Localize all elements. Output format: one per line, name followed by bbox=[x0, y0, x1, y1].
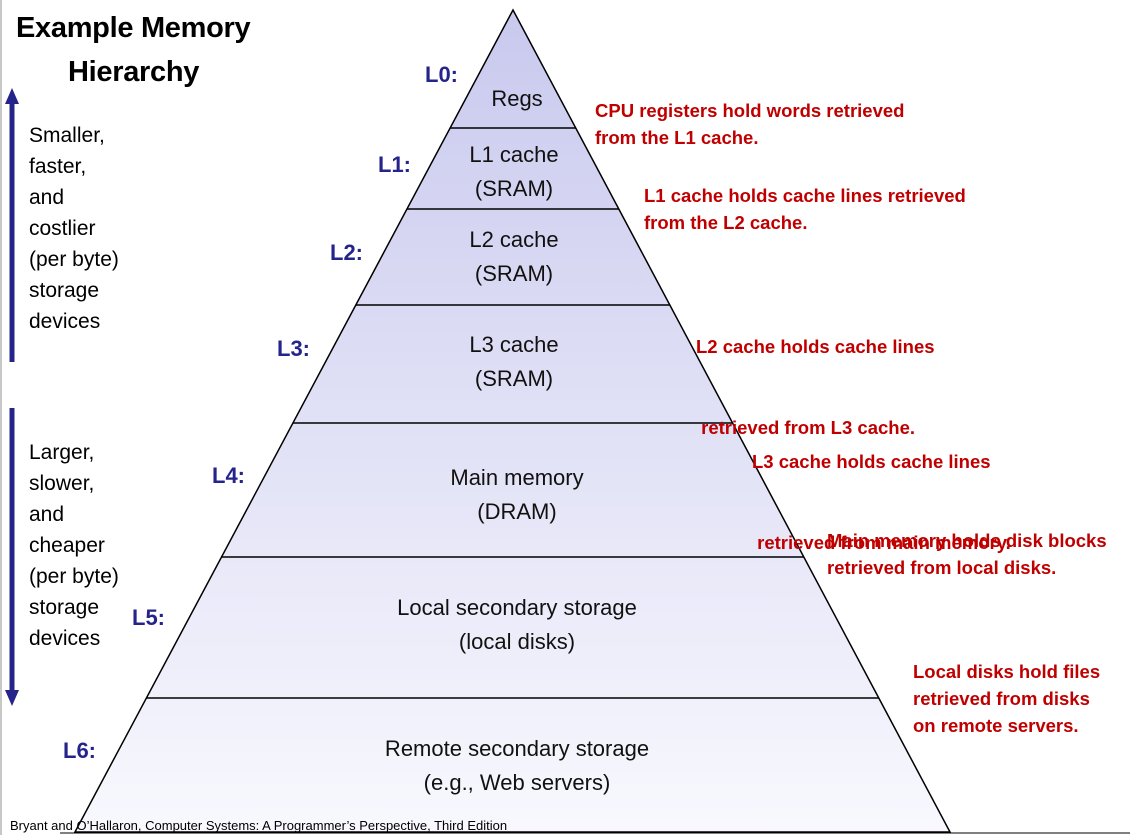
note-line: from the L2 cache. bbox=[644, 212, 808, 233]
tier-name: Main memory bbox=[450, 465, 584, 490]
tier-l6-remote-storage: Remote secondary storage (e.g., Web serv… bbox=[385, 732, 649, 800]
tier-type: (local disks) bbox=[458, 629, 576, 654]
note-line: on remote servers. bbox=[913, 715, 1079, 736]
side-bottom-line: slower, bbox=[29, 472, 95, 495]
tier-name: Remote secondary storage bbox=[384, 736, 650, 761]
down-arrow-icon bbox=[5, 690, 19, 706]
note-line: L3 cache holds cache lines bbox=[752, 451, 991, 472]
tier-l3-cache: L3 cache (SRAM) bbox=[469, 328, 558, 396]
tier-type: (DRAM) bbox=[477, 499, 557, 524]
note-line: Main memory holds disk blocks bbox=[827, 530, 1107, 551]
note-line: L1 cache holds cache lines retrieved bbox=[644, 185, 966, 206]
tier-l2-cache: L2 cache (SRAM) bbox=[469, 223, 558, 291]
side-top-line: (per byte) bbox=[29, 248, 119, 271]
side-top-line: faster, bbox=[29, 155, 87, 178]
side-bottom-line: storage bbox=[29, 596, 100, 619]
side-bottom-line: devices bbox=[29, 627, 101, 650]
tier-name: L3 cache bbox=[469, 332, 559, 357]
note-line: retrieved from L3 cache. bbox=[696, 417, 916, 438]
side-top-line: and bbox=[29, 186, 65, 209]
level-label-l2: L2: bbox=[330, 240, 363, 265]
tier-type: (e.g., Web servers) bbox=[423, 770, 611, 795]
note-line: retrieved from disks bbox=[913, 688, 1090, 709]
up-arrow-icon bbox=[5, 88, 19, 104]
note-line: CPU registers hold words retrieved bbox=[595, 100, 905, 121]
level-label-l3: L3: bbox=[277, 336, 310, 361]
tier-type: (SRAM) bbox=[474, 261, 554, 286]
level-label-l5: L5: bbox=[132, 605, 165, 630]
level-label-l4: L4: bbox=[212, 463, 245, 488]
side-bottom-line: and bbox=[29, 503, 65, 526]
side-bottom-line: (per byte) bbox=[29, 565, 119, 588]
note-l1: L1 cache holds cache lines retrieved fro… bbox=[644, 182, 966, 236]
tier-l1-cache: L1 cache (SRAM) bbox=[469, 138, 558, 206]
note-line: Local disks hold files bbox=[913, 661, 1101, 682]
side-top-line: Smaller, bbox=[29, 124, 105, 147]
level-label-l6: L6: bbox=[63, 738, 96, 763]
note-line: from the L1 cache. bbox=[595, 127, 759, 148]
note-l2: L2 cache holds cache lines retrieved fro… bbox=[696, 279, 935, 468]
side-bottom-line: cheaper bbox=[29, 534, 105, 557]
tier-l5-local-storage: Local secondary storage (local disks) bbox=[397, 591, 637, 659]
level-label-l1: L1: bbox=[378, 152, 411, 177]
tier-name: Regs bbox=[491, 86, 543, 111]
level-label-l0: L0: bbox=[425, 62, 458, 87]
citation-credit: Bryant and O’Hallaron, Computer Systems:… bbox=[10, 818, 508, 833]
tier-type: (SRAM) bbox=[474, 176, 554, 201]
tier-l4-main-memory: Main memory (DRAM) bbox=[450, 461, 583, 529]
page-title-line2: Hierarchy bbox=[68, 56, 200, 88]
note-l0: CPU registers hold words retrieved from … bbox=[595, 97, 904, 151]
slide-left-border bbox=[0, 0, 2, 835]
note-line: retrieved from main memory. bbox=[752, 532, 1011, 553]
note-l5: Local disks hold files retrieved from di… bbox=[913, 658, 1100, 739]
tier-name: Local secondary storage bbox=[397, 595, 637, 620]
tier-name: L1 cache bbox=[469, 142, 559, 167]
tier-type: (SRAM) bbox=[474, 366, 554, 391]
note-line: retrieved from local disks. bbox=[827, 557, 1057, 578]
note-line: L2 cache holds cache lines bbox=[696, 336, 935, 357]
side-label-top: Smaller, faster, and costlier (per byte)… bbox=[29, 120, 119, 337]
pyramid-shape bbox=[73, 8, 952, 833]
side-top-line: storage bbox=[29, 279, 100, 302]
side-label-bottom: Larger, slower, and cheaper (per byte) s… bbox=[29, 437, 119, 654]
side-top-line: costlier bbox=[29, 217, 96, 240]
side-bottom-line: Larger, bbox=[29, 441, 95, 464]
tier-name: L2 cache bbox=[469, 227, 559, 252]
page-title-line1: Example Memory bbox=[16, 12, 251, 44]
note-l3: L3 cache holds cache lines retrieved fro… bbox=[752, 394, 1011, 583]
side-top-line: devices bbox=[29, 310, 101, 333]
tier-l0-registers: Regs bbox=[491, 82, 542, 116]
note-l4: Main memory holds disk blocks retrieved … bbox=[827, 527, 1107, 581]
